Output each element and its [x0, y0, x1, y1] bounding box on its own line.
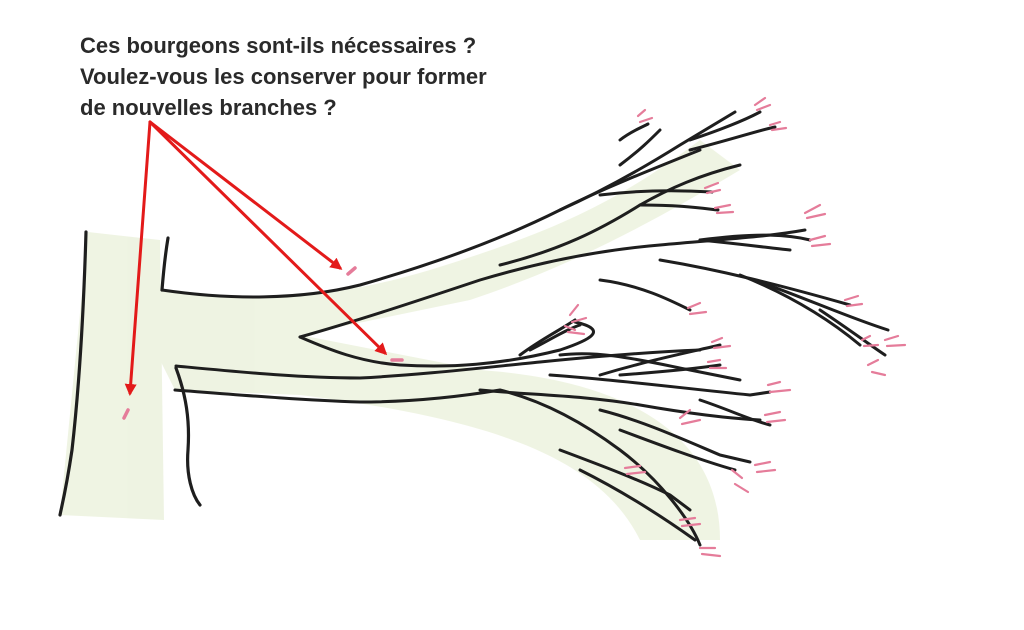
- arrow-to-upper-bud: [148, 120, 343, 270]
- question-caption: Ces bourgeons sont-ils nécessaires ? Vou…: [80, 30, 487, 123]
- pointer-arrows: [124, 120, 388, 396]
- lower-limb: [173, 318, 772, 547]
- bud-trunk: [122, 408, 130, 420]
- bud-upper-limb: [346, 266, 357, 276]
- questioned-buds: [122, 266, 404, 420]
- arrow-to-trunk-bud: [124, 120, 152, 396]
- upper-limb: [160, 110, 890, 357]
- caption-line-2: Voulez-vous les conserver pour former: [80, 64, 487, 89]
- arrow-to-lower-bud: [148, 120, 388, 356]
- bud-tips: [563, 96, 907, 558]
- caption-line-3: de nouvelles branches ?: [80, 95, 337, 120]
- caption-line-1: Ces bourgeons sont-ils nécessaires ?: [80, 33, 477, 58]
